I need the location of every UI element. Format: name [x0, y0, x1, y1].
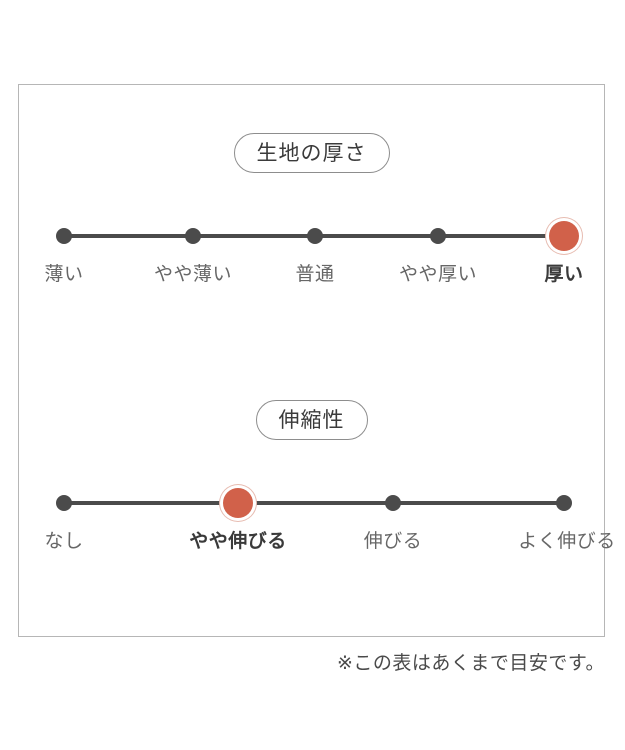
thickness-dot-yaya-atsui[interactable]: [430, 228, 446, 244]
stretch-label-nashi: なし: [44, 531, 84, 552]
stretch-dot-yaya-nobiru[interactable]: [223, 488, 253, 518]
stretch-label-nobiru: 伸びる: [363, 531, 423, 552]
thickness-track: [19, 214, 604, 258]
thickness-dot-usui[interactable]: [56, 228, 72, 244]
thickness-scale: 薄い やや薄い 普通 やや厚い 厚い: [19, 214, 604, 292]
stretch-label-yoku-nobiru: よく伸びる: [518, 531, 616, 552]
stretch-badge-row: 伸縮性: [19, 400, 604, 440]
spec-chart-panel: 生地の厚さ 薄い やや薄い 普通 やや厚い 厚い 伸縮性: [18, 84, 615, 637]
stretch-dot-yoku-nobiru[interactable]: [556, 495, 572, 511]
stretch-dot-nashi[interactable]: [56, 495, 72, 511]
stretch-track: [19, 481, 604, 525]
thickness-labels: 薄い やや薄い 普通 やや厚い 厚い: [19, 258, 604, 292]
chart-footnote: ※この表はあくまで目安です。: [336, 653, 605, 674]
thickness-badge-row: 生地の厚さ: [19, 133, 604, 173]
thickness-label-yaya-usui: やや薄い: [153, 264, 233, 285]
thickness-label-atsui: 厚い: [544, 264, 584, 285]
thickness-label-futsuu: 普通: [295, 264, 335, 285]
thickness-dot-yaya-usui[interactable]: [185, 228, 201, 244]
stretch-badge: 伸縮性: [255, 400, 368, 440]
stretch-dot-nobiru[interactable]: [385, 495, 401, 511]
thickness-badge: 生地の厚さ: [233, 133, 390, 173]
thickness-dot-futsuu[interactable]: [307, 228, 323, 244]
stretch-scale: なし やや伸びる 伸びる よく伸びる: [19, 481, 615, 559]
thickness-dot-atsui[interactable]: [549, 221, 579, 251]
thickness-label-yaya-atsui: やや厚い: [398, 264, 478, 285]
stretch-labels: なし やや伸びる 伸びる よく伸びる: [19, 525, 615, 559]
thickness-label-usui: 薄い: [44, 264, 84, 285]
stretch-label-yaya-nobiru: やや伸びる: [189, 531, 287, 552]
stretch-track-line: [64, 501, 559, 505]
